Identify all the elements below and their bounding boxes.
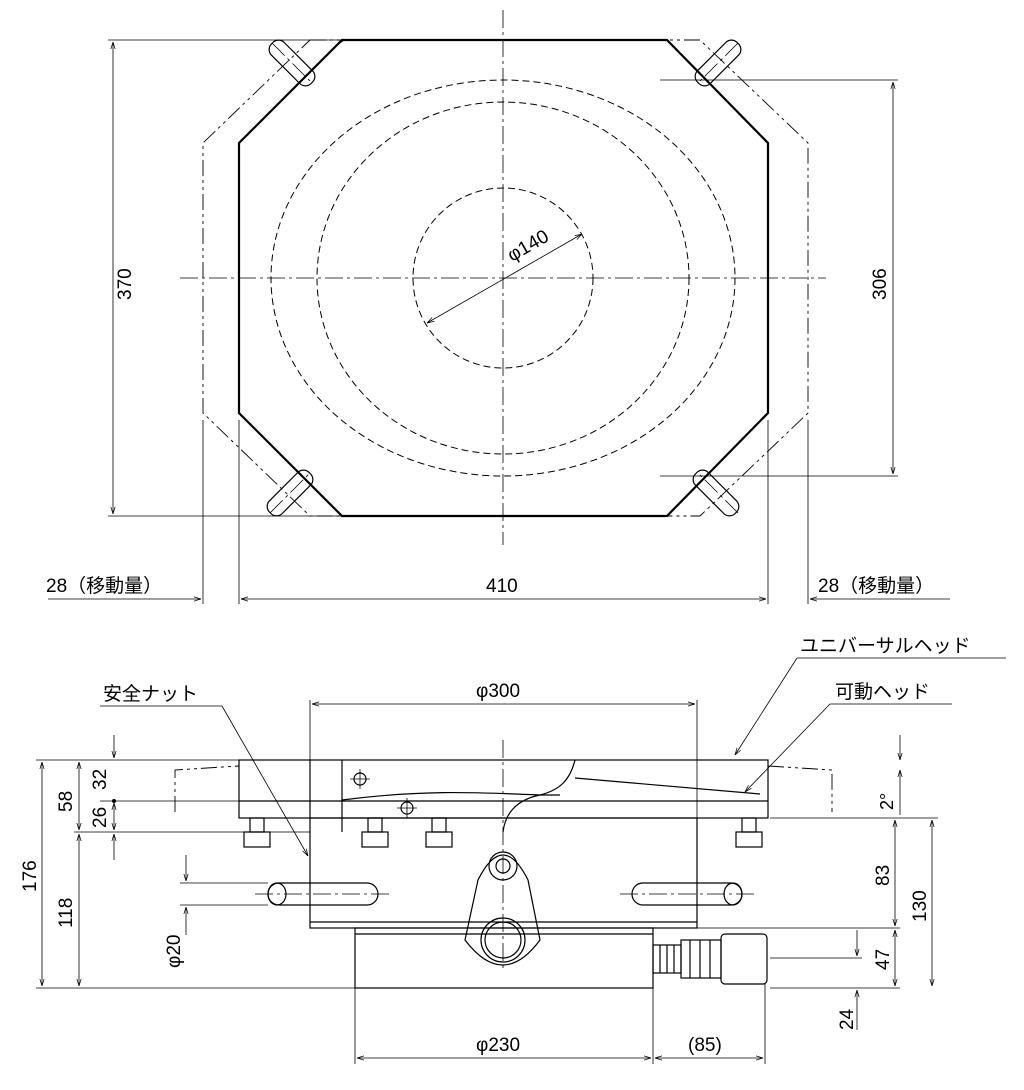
dim-height-176: 176 <box>20 860 41 892</box>
dim-travel-right: 28（移動量） <box>818 575 934 597</box>
dim-angle-2: 2° <box>877 793 897 810</box>
dim-height-83: 83 <box>873 865 894 886</box>
corner-pin-top-right <box>694 39 742 87</box>
dim-dia-20: φ20 <box>164 935 185 968</box>
dim-height-58: 58 <box>56 791 77 812</box>
corner-pin-bottom-left <box>266 469 314 517</box>
universal-head-plate <box>238 759 769 819</box>
lifting-eye <box>464 854 541 966</box>
dim-height-370: 370 <box>115 268 136 300</box>
dim-dia-300: φ300 <box>476 681 520 702</box>
dim-height-24: 24 <box>837 1008 858 1030</box>
label-safety-nut: 安全ナット <box>103 683 198 705</box>
dim-dia-140: φ140 <box>504 226 553 266</box>
side-view: φ300 φ230 (85) 176 118 58 32 26 φ20 <box>20 636 1006 1064</box>
label-universal-head: ユニバーサルヘッド <box>800 636 971 657</box>
dim-height-130: 130 <box>910 890 931 922</box>
dim-height-306: 306 <box>870 268 891 300</box>
dim-height-118: 118 <box>56 898 77 928</box>
handle-right <box>620 882 755 906</box>
hydraulic-coupler <box>652 933 768 985</box>
corner-pin-top-left <box>268 39 316 87</box>
dim-height-26: 26 <box>90 807 111 828</box>
label-movable-head: 可動ヘッド <box>835 681 930 703</box>
dim-width-410: 410 <box>486 576 518 597</box>
dim-height-47: 47 <box>873 949 894 970</box>
corner-pin-bottom-right <box>692 469 740 517</box>
dim-travel-left: 28（移動量） <box>46 575 162 597</box>
dim-dia-230: φ230 <box>476 1035 520 1056</box>
handle-left <box>255 882 390 906</box>
head-plate-outline <box>237 38 770 518</box>
dim-length-85: (85) <box>688 1035 722 1056</box>
top-view: φ140 370 306 410 28（移動量） 28（移動量） <box>46 10 950 604</box>
phantom-outline <box>202 39 809 517</box>
dim-height-32: 32 <box>90 769 111 790</box>
